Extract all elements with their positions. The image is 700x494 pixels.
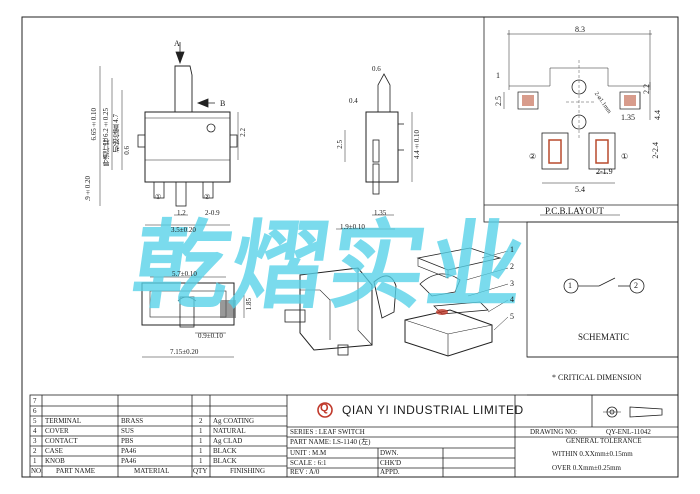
pcb-title: P.C.B.LAYOUT [545,206,604,216]
pcb-dim: 8.3 [575,25,585,34]
part-number: 3 [510,279,514,288]
arrow-label: A [174,39,180,48]
arrow-label: B [220,99,226,108]
side-dim: 1.9±0.10 [340,223,365,231]
bottom-dim: 5.7±0.10 [172,270,197,278]
schematic-title: SCHEMATIC [578,332,630,342]
bottom-dim: 7.15±0.20 [170,348,199,356]
schematic-pin: 1 [568,281,572,290]
series: SERIES : LEAF SWITCH [290,428,365,436]
front-dim: 1.2 [177,209,186,217]
pcb-dim: 2-1.9 [596,167,613,176]
pcb-dim: 1.35 [621,113,635,122]
pcb-dim: 5.4 [575,185,585,194]
part-number: 4 [510,295,514,304]
side-dim: 0.4 [349,97,358,105]
drawing-no-label: DRAWING NO: [530,428,578,436]
dwn-label: DWN. [380,449,399,457]
front-dim: 3.5±0.20 [171,226,196,234]
chkd-label: CHK'D [380,459,402,467]
pcb-dim: 2.5 [494,96,503,106]
side-dim: 1.35 [374,209,387,217]
revision: REV : A/0 [290,468,320,476]
side-dim: 4.4±0.10 [413,130,421,159]
front-dim: .9±0.20 [84,176,92,202]
tolerance-over: OVER 0.Xmm±0.25mm [552,464,621,472]
side-dim: 2.5 [336,140,344,149]
part-number: 2 [510,262,514,271]
part-name: PART NAME: LS-1140 (左) [290,438,371,446]
company-name: QIAN YI INDUSTRIAL LIMITED [342,403,524,417]
front-dim: 2.2 [239,128,247,137]
pcb-dim: 4.4 [653,110,662,120]
part-number: 1 [510,245,514,254]
side-dim: 0.6 [372,65,381,73]
scale: SCALE : 6:1 [290,459,327,467]
company-logo: Q [320,402,329,414]
front-dim: 6.65±0.10 [90,108,98,141]
part-number: 5 [510,312,514,321]
bottom-dim: 0.9±0.10 [198,332,223,340]
pcb-pin-label: ① [621,152,629,161]
pcb-pin-label: ② [529,152,537,161]
front-dim: 导通行程 6.2±0.25 [102,108,110,167]
front-pin: ① [155,193,162,201]
drawing-no: QY-ENL-11042 [606,428,651,436]
unit: UNIT : M.M [290,449,327,457]
pcb-dim: 1 [496,71,500,80]
tolerance-within: WITHIN 0.XXmm±0.15mm [552,450,633,458]
general-tolerance: GENERAL TOLERANCE [566,437,642,445]
schematic-pin: 2 [634,281,638,290]
bottom-dim: 1.85 [245,298,253,311]
pcb-dim: 2-2.4 [651,142,660,159]
front-dim: 2-0.9 [205,209,220,217]
front-dim: 初始位置 4.7 [112,114,120,153]
front-pin: ② [204,193,211,201]
appd-label: APPD. [380,468,400,476]
pcb-dim: 2.2 [642,84,651,94]
critical-note: * CRITICAL DIMENSION [552,373,642,382]
front-dim: 0.6 [123,146,131,155]
